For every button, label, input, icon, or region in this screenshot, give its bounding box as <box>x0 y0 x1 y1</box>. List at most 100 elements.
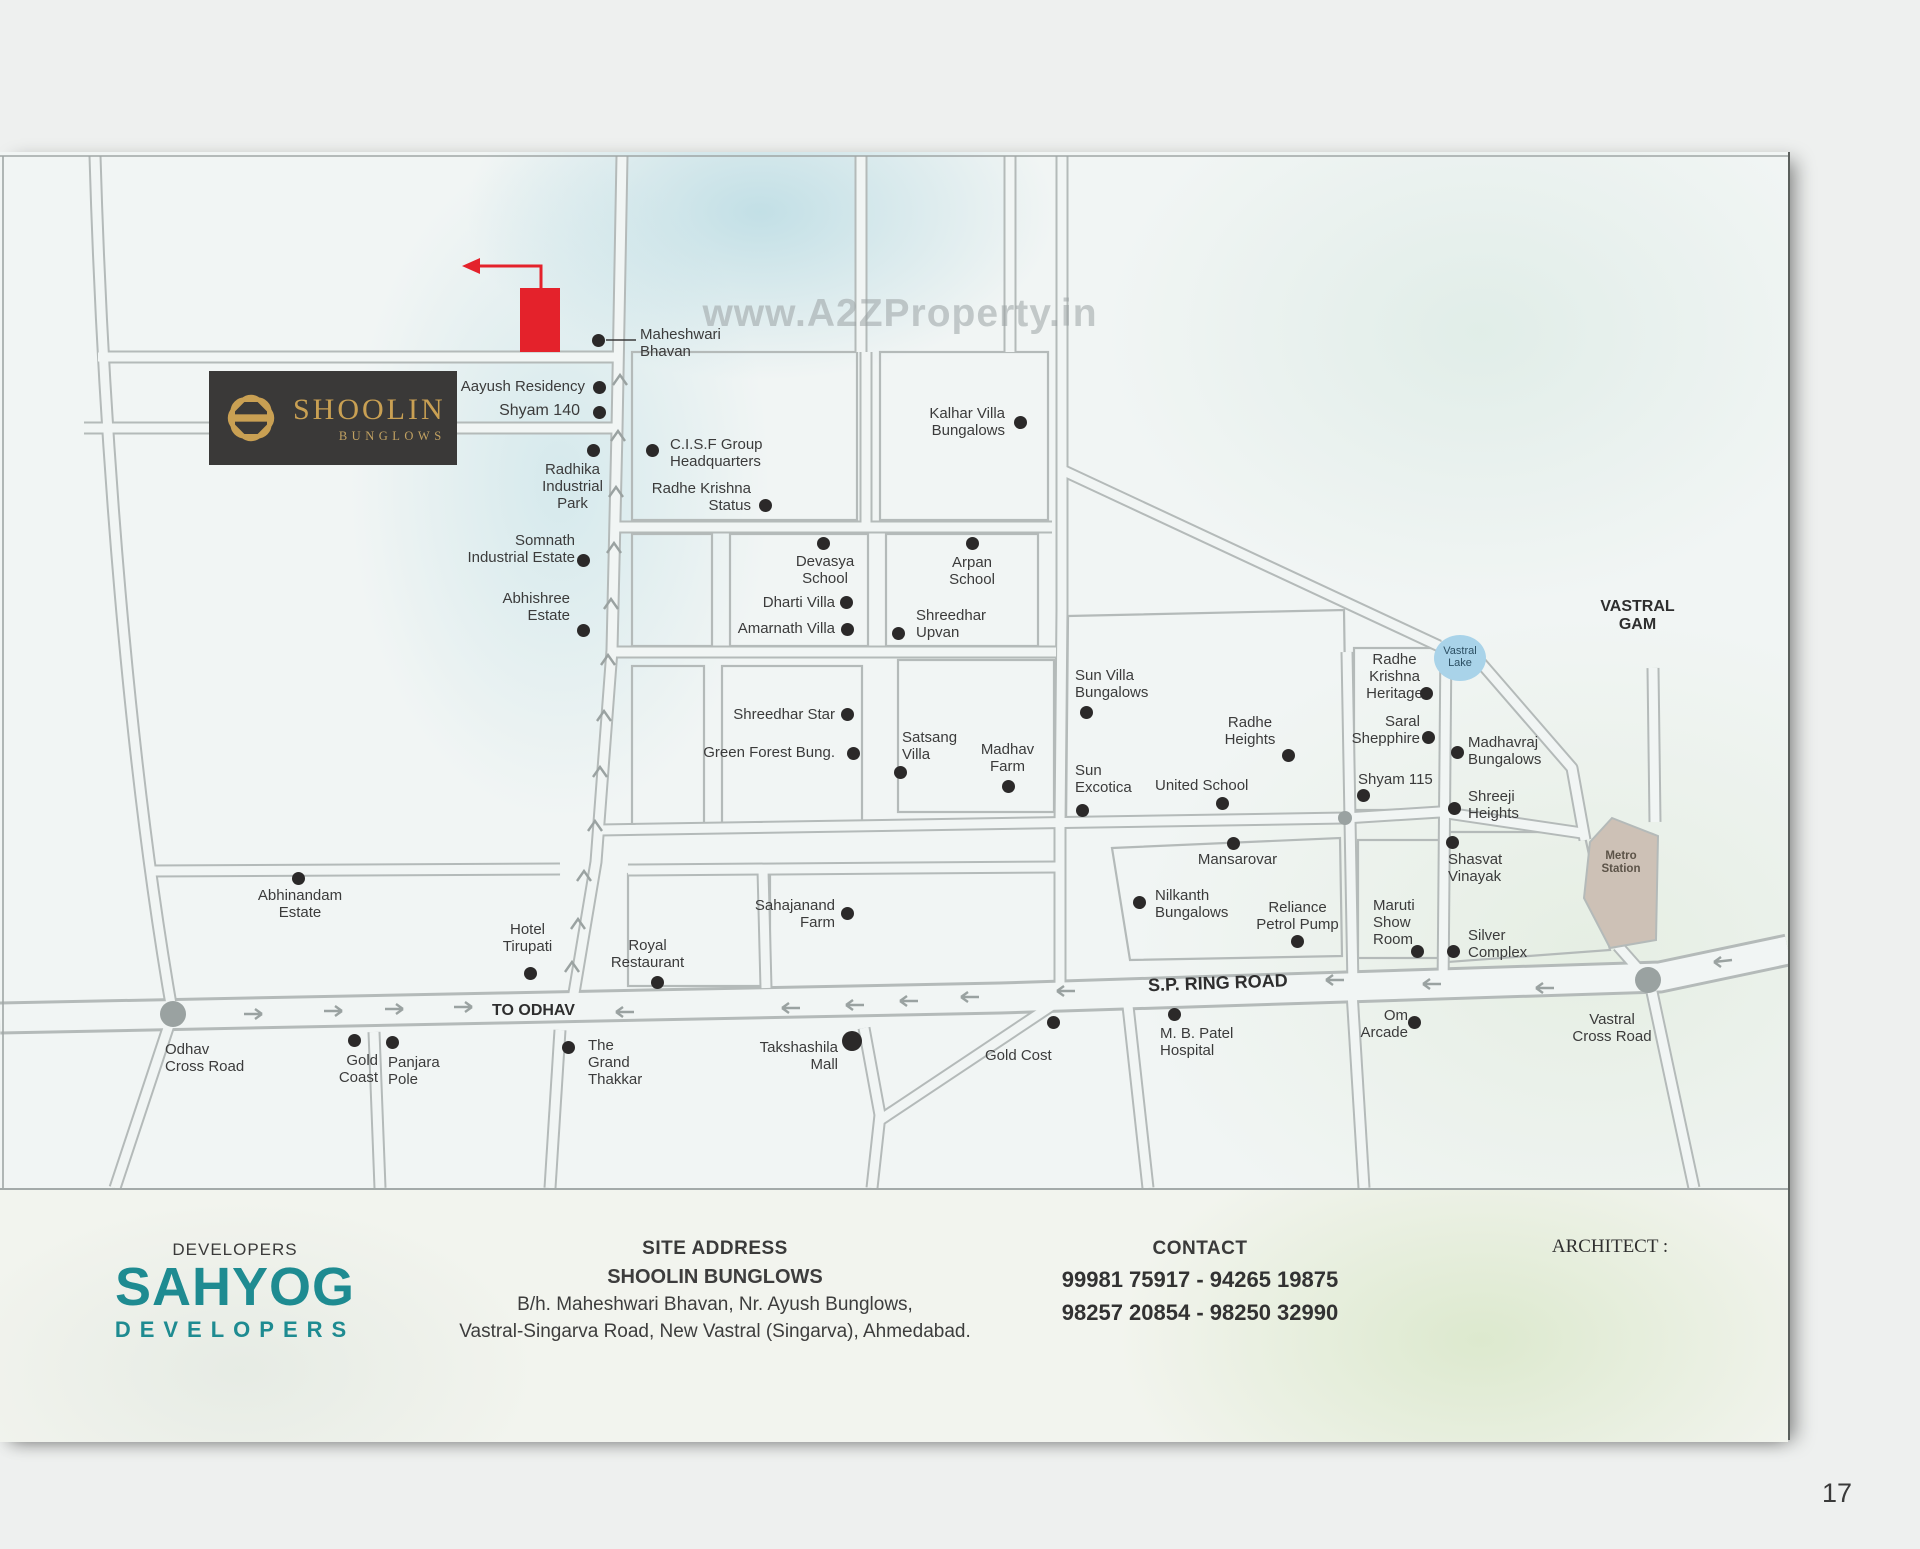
map-dot-shyam-140 <box>592 405 606 419</box>
map-label-vastral-gam: VASTRAL GAM <box>1600 598 1675 634</box>
map-label-sun-villa-bungalows: Sun Villa Bungalows <box>1075 667 1149 701</box>
map-label-sahajanand-farm: Sahajanand Farm <box>754 897 835 931</box>
map-label-sun-excotica: Sun Excotica <box>1075 762 1132 796</box>
map-dot-arpan-school <box>965 536 979 550</box>
map-dot-radhe-krishna-heritage <box>1419 686 1433 700</box>
map-label-madhav-farm: Madhav Farm <box>980 741 1035 775</box>
map-label-somnath-industrial-estate: Somnath Industrial Estate <box>467 532 575 566</box>
map-label-shreedhar-star: Shreedhar Star <box>733 706 835 723</box>
map-label-to-odhav: TO ODHAV <box>492 1002 575 1019</box>
site-address-line-2: Vastral-Singarva Road, New Vastral (Sing… <box>459 1321 971 1342</box>
map-dot-saral-shepphire <box>1421 730 1435 744</box>
site-marker <box>462 258 560 352</box>
contact-block: CONTACT 99981 75917 - 94265 19875 98257 … <box>1040 1238 1360 1326</box>
map-label-madhavraj-bungalows: Madhavraj Bungalows <box>1468 734 1542 768</box>
map-dot-sun-excotica <box>1075 803 1089 817</box>
map-label-united-school: United School <box>1155 777 1249 794</box>
map-label-gold-cost: Gold Cost <box>985 1047 1052 1064</box>
developers-block: DEVELOPERS SAHYOG DEVELOPERS <box>95 1240 375 1343</box>
map-dot-united-school <box>1215 796 1229 810</box>
developer-subname: DEVELOPERS <box>114 1317 356 1343</box>
map-dot-devasya-school <box>816 536 830 550</box>
map-dot-aayush-residency <box>592 380 606 394</box>
map-dot-amarnath-villa <box>840 622 854 636</box>
map-label-metro-station: Metro Station <box>1601 850 1641 876</box>
map-label-arpan-school: Arpan School <box>949 554 995 588</box>
map-dot-dharti-villa <box>839 595 853 609</box>
map-dot-nilkanth-bungalows <box>1132 895 1146 909</box>
map-dot-the-grand-thakkar <box>561 1040 575 1054</box>
map-dot-radhika-industrial-park <box>586 443 600 457</box>
map-label-takshashila-mall: Takshashila Mall <box>759 1039 838 1073</box>
map-dot-shreedhar-upvan <box>891 626 905 640</box>
map-label-mb-patel-hospital: M. B. Patel Hospital <box>1160 1025 1234 1059</box>
map-label-vastral-cross-road: Vastral Cross Road <box>1572 1011 1652 1045</box>
map-dot-gold-coast <box>347 1033 361 1047</box>
map-dot-maruti-show-room <box>1410 944 1424 958</box>
map-label-nilkanth-bungalows: Nilkanth Bungalows <box>1155 887 1229 921</box>
map-label-satsang-villa: Satsang Villa <box>902 729 958 763</box>
map-label-radhika-industrial-park: Radhika Industrial Park <box>542 461 603 512</box>
contact-heading: CONTACT <box>1152 1238 1248 1259</box>
map-dot-panjara-pole <box>385 1035 399 1049</box>
map-dot-reliance-petrol-pump <box>1290 934 1304 948</box>
map-label-cisf-group-headquarters: C.I.S.F Group Headquarters <box>670 436 763 470</box>
map-label-shreeji-heights: Shreeji Heights <box>1468 788 1519 822</box>
map-label-panjara-pole: Panjara Pole <box>388 1054 440 1088</box>
page-number: 17 <box>1822 1478 1853 1508</box>
map-label-royal-restaurant: Royal Restaurant <box>610 937 685 971</box>
map-dot-om-arcade <box>1407 1015 1421 1029</box>
map-label-radhe-krishna-heritage: Radhe Krishna Heritage <box>1366 651 1423 702</box>
map-label-devasya-school: Devasya School <box>795 553 855 587</box>
metro-station-shape <box>1582 816 1660 950</box>
info-footer: DEVELOPERS SAHYOG DEVELOPERS SITE ADDRES… <box>0 1188 1788 1442</box>
map-dot-madhavraj-bungalows <box>1450 745 1464 759</box>
map-dot-shasvat-vinayak <box>1445 835 1459 849</box>
map-label-shreedhar-upvan: Shreedhar Upvan <box>916 607 987 641</box>
map-label-aayush-residency: Aayush Residency <box>460 378 585 395</box>
map-dot-silver-complex <box>1446 944 1460 958</box>
map-label-om-arcade: Om Arcade <box>1360 1007 1408 1041</box>
map-label-shasvat-vinayak: Shasvat Vinayak <box>1448 851 1503 885</box>
map-dot-royal-restaurant <box>650 975 664 989</box>
map-dot-mansarovar <box>1226 836 1240 850</box>
map-label-mansarovar: Mansarovar <box>1197 851 1278 868</box>
developer-name: SAHYOG <box>114 1257 356 1317</box>
map-dot-takshashila-mall <box>842 1031 862 1051</box>
map-dot-sun-villa-bungalows <box>1079 705 1093 719</box>
map-dot-shyam-115 <box>1356 788 1370 802</box>
site-address-heading: SITE ADDRESS <box>642 1238 788 1259</box>
shoolin-logo: SHOOLIN BUNGLOWS <box>209 371 457 465</box>
logo-title: SHOOLIN <box>293 392 446 426</box>
map-label-sp-ring-road: S.P. RING ROAD <box>1147 970 1289 996</box>
map-dot-abhinandam-estate <box>291 871 305 885</box>
map-label-radhe-krishna-status: Radhe Krishna Status <box>651 480 751 514</box>
map-label-abhishree-estate: Abhishree Estate <box>502 590 570 624</box>
map-label-maheshwari-bhavan: Maheshwari Bhavan <box>640 326 721 360</box>
site-address-block: SITE ADDRESS SHOOLIN BUNGLOWS B/h. Mahes… <box>440 1238 990 1343</box>
logo-subtitle: BUNGLOWS <box>338 428 446 443</box>
map-dot-kalhar-villa-bungalows <box>1013 415 1027 429</box>
watermark-top: www.A2ZProperty.in <box>702 292 1098 335</box>
architect-block: ARCHITECT : <box>1510 1236 1710 1258</box>
map-dot-green-forest-bung <box>846 746 860 760</box>
map-label-amarnath-villa: Amarnath Villa <box>737 620 835 637</box>
map-dot-gold-cost <box>1046 1015 1060 1029</box>
map-label-vastral-lake: Vastral Lake <box>1443 645 1477 670</box>
contact-numbers-1: 99981 75917 - 94265 19875 <box>1061 1267 1339 1292</box>
map-dot-maheshwari-bhavan <box>591 333 605 347</box>
map-label-saral-shepphire: Saral Shepphire <box>1351 713 1420 747</box>
map-dot-hotel-tirupati <box>523 966 537 980</box>
map-dot-radhe-krishna-status <box>758 498 772 512</box>
map-dot-satsang-villa <box>893 765 907 779</box>
map-label-the-grand-thakkar: The Grand Thakkar <box>588 1037 643 1088</box>
contact-numbers-2: 98257 20854 - 98250 32990 <box>1061 1300 1339 1325</box>
map-dot-radhe-heights <box>1281 748 1295 762</box>
map-label-green-forest-bung: Green Forest Bung. <box>703 744 835 761</box>
map-dot-abhishree-estate <box>576 623 590 637</box>
site-name: SHOOLIN BUNGLOWS <box>607 1266 823 1288</box>
map-label-hotel-tirupati: Hotel Tirupati <box>502 921 553 955</box>
